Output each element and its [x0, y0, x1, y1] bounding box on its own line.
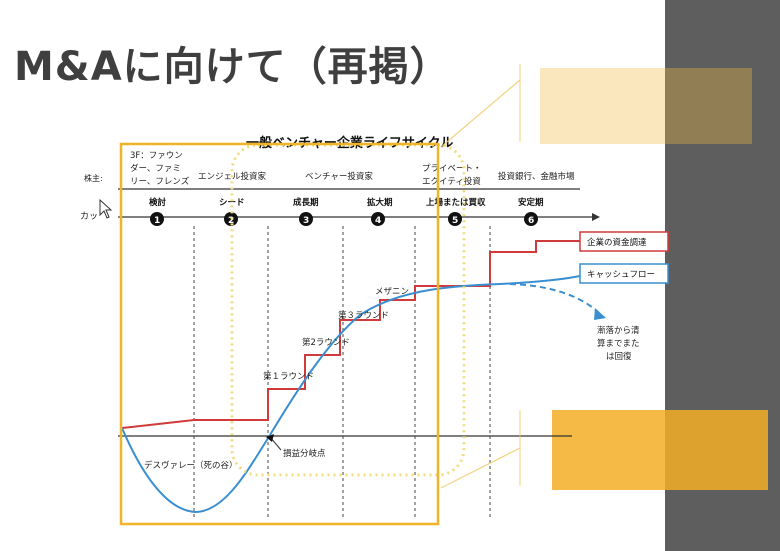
row-label-shareholder: 株主: — [84, 173, 103, 183]
round-label-1: 第１ラウンド — [263, 371, 314, 382]
legend-funding-label: 企業の資金調達 — [587, 237, 647, 248]
stage-4-circle — [371, 212, 385, 226]
stage-5-number: 5 — [452, 216, 458, 226]
stage-1-label: 検討 — [149, 197, 167, 208]
stage-5-label: 上場または買収 — [426, 197, 486, 208]
stage-2-number: 2 — [228, 216, 234, 226]
investor-pe-line-2: エクイティ投資 — [422, 176, 481, 187]
mouse-cursor-icon — [99, 198, 113, 219]
investor-3f-line-1: 3F：ファウン — [130, 151, 183, 161]
stage-1-number: 1 — [154, 216, 160, 226]
stage-6-number: 6 — [528, 216, 534, 226]
stage-6-label: 安定期 — [518, 197, 544, 208]
legend-cashflow-box — [579, 263, 669, 284]
stage-3-number: 3 — [303, 216, 309, 226]
orange-highlight-frame — [119, 142, 440, 526]
stage-dividers — [193, 226, 491, 520]
recovery-arrow — [509, 283, 601, 315]
stage-4: 拡大期 4 — [367, 197, 393, 226]
stage-3-label: 成長期 — [293, 197, 319, 208]
round-label-2: 第2ラウンド — [302, 337, 350, 348]
cashflow-curve — [121, 275, 581, 514]
legend-funding-box — [579, 231, 669, 252]
stage-5-circle — [448, 212, 462, 226]
stage-5: 上場または買収 5 — [426, 197, 486, 226]
dotted-highlight-region — [230, 143, 466, 477]
slide-title: M&Aに向けて（再掲） — [14, 44, 451, 90]
connector-bottom — [440, 447, 521, 489]
funding-step-line — [121, 240, 580, 429]
connector-top — [440, 79, 521, 148]
death-valley-label: デスヴァレー（死の谷） — [144, 460, 238, 471]
investor-3f-line-2: ダー、ファミ — [130, 163, 181, 174]
recovery-note-line-2: 算までまた — [597, 338, 640, 349]
investor-pe-line-1: プライベート・ — [422, 164, 482, 174]
row-label-cash: カッ — [80, 211, 98, 222]
round-label-mezzanine: メザニン — [375, 287, 409, 297]
recovery-note-line-3: は回復 — [606, 351, 632, 362]
timeline-arrowhead — [592, 213, 600, 221]
stage-3-circle — [299, 212, 313, 226]
stage-1-circle — [150, 212, 164, 226]
breakeven-marker — [266, 434, 274, 442]
stage-4-label: 拡大期 — [367, 197, 393, 208]
legend-cashflow-label: キャッシュフロー — [587, 270, 655, 280]
callout-box-bottom — [552, 410, 768, 490]
round-label-3: 第３ラウンド — [338, 310, 389, 321]
stage-2: シード 2 — [219, 198, 245, 226]
investor-vc: ベンチャー投資家 — [305, 171, 373, 182]
recovery-note-line-1: 漸落から清 — [597, 325, 640, 336]
stage-6: 安定期 6 — [518, 197, 544, 226]
stage-6-circle — [524, 212, 538, 226]
stage-1: 検討 1 — [149, 197, 167, 226]
investor-bank: 投資銀行、金融市場 — [498, 171, 575, 182]
stage-2-label: シード — [219, 198, 245, 208]
stage-4-number: 4 — [375, 216, 381, 226]
callout-box-top — [540, 68, 752, 144]
stage-3: 成長期 3 — [293, 197, 319, 226]
investor-3f: 3F：ファウン ダー、ファミ リー、フレンズ — [130, 151, 190, 187]
stage-2-circle — [224, 212, 238, 226]
breakeven-label: 損益分岐点 — [283, 448, 326, 459]
investor-3f-line-3: リー、フレンズ — [130, 176, 190, 187]
recovery-arrowhead — [594, 308, 606, 320]
